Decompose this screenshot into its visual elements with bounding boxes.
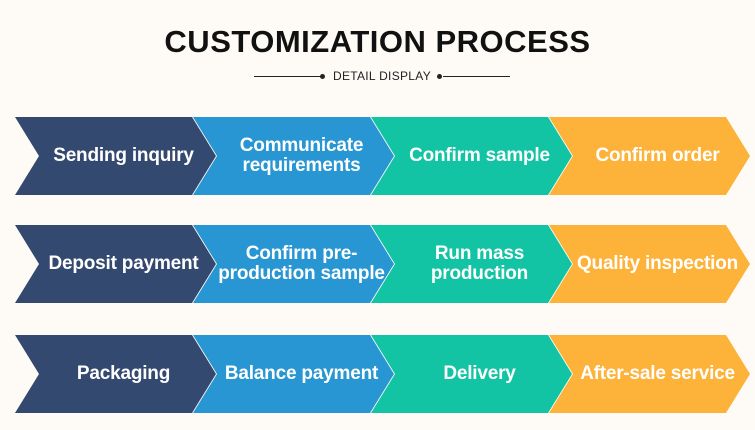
step-chevron-1-4: [549, 117, 750, 195]
step-label: After-sale service: [580, 363, 735, 384]
subtitle-dot-left: [320, 74, 325, 79]
step-label: Quality inspection: [576, 253, 739, 274]
step-chevron-1-3: [371, 117, 572, 195]
step-label: Run mass production: [430, 243, 529, 284]
subtitle-group: DETAIL DISPLAY: [0, 68, 755, 86]
step-label: Delivery: [443, 363, 516, 384]
subtitle-dot-right: [437, 74, 442, 79]
step-chevron-2-2: [193, 225, 394, 303]
step-chevron-1-1: [15, 117, 216, 195]
step-label: Sending inquiry: [53, 145, 194, 166]
subtitle: DETAIL DISPLAY: [332, 69, 431, 83]
subtitle-line-left: [254, 76, 321, 77]
step-label: Confirm pre-production sample: [218, 243, 385, 284]
step-chevron-3-1: [15, 335, 216, 413]
step-chevron-2-4: [549, 225, 750, 303]
step-chevron-1-2: [193, 117, 394, 195]
step-chevron-2-1: [15, 225, 216, 303]
diagram-title: CUSTOMIZATION PROCESS: [164, 24, 591, 59]
step-chevron-3-2: [193, 335, 394, 413]
step-chevron-2-3: [371, 225, 572, 303]
step-chevron-3-4: [549, 335, 750, 413]
subtitle-line-right: [443, 76, 510, 77]
step-label: Packaging: [76, 363, 171, 384]
step-chevron-3-3: [371, 335, 572, 413]
step-label: Confirm sample: [409, 145, 550, 166]
step-label: Communicate requirements: [239, 135, 364, 176]
step-label: Deposit payment: [48, 253, 199, 274]
step-label: Confirm order: [595, 145, 720, 166]
step-label: Balance payment: [224, 363, 379, 384]
